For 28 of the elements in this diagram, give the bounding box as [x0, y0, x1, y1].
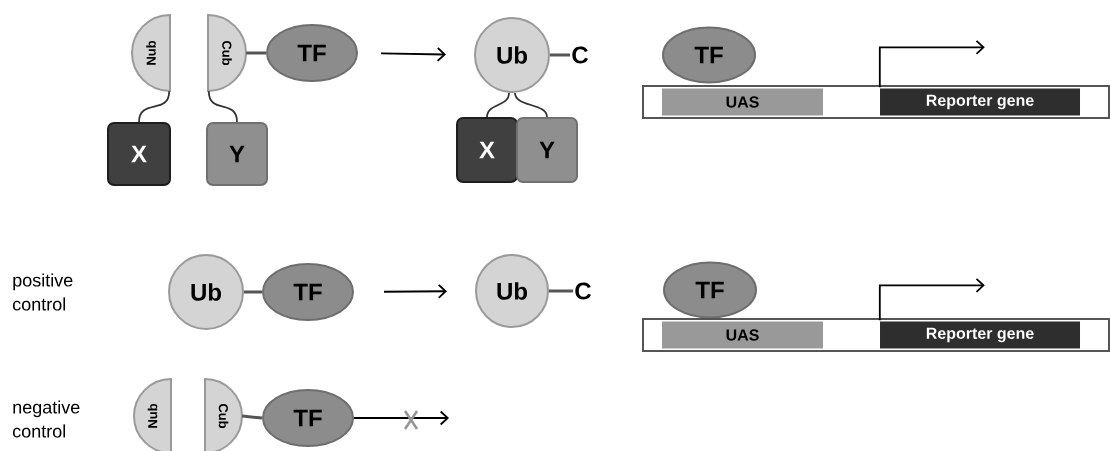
linker-line	[242, 414, 263, 420]
linker-line	[486, 92, 510, 118]
terminus-label: C	[572, 46, 588, 64]
linker-line	[244, 290, 262, 294]
uas-segment: UAS	[662, 88, 823, 116]
rounded-square: X	[456, 117, 518, 183]
row-label: positive control	[13, 273, 73, 311]
linker-line	[514, 92, 548, 118]
linker-line	[207, 90, 238, 123]
linker-line	[138, 90, 171, 123]
rounded-square: X	[107, 122, 171, 186]
uas-segment: UAS	[662, 321, 823, 349]
promoter-arrow	[878, 39, 985, 89]
gene-segment: Reporter gene	[880, 321, 1080, 349]
arrow	[383, 283, 447, 299]
arrow	[380, 46, 446, 62]
linker-line	[549, 289, 574, 293]
rounded-square: Y	[206, 122, 268, 186]
rounded-square: Y	[516, 117, 578, 183]
half-disk: Cub	[204, 378, 243, 451]
row-label: negative control	[13, 400, 80, 438]
gene-segment: Reporter gene	[880, 88, 1080, 116]
half-disk: Nub	[133, 378, 172, 451]
blocked-arrow	[353, 410, 449, 426]
terminus-label: C	[575, 282, 591, 300]
linker-line	[550, 53, 571, 57]
linker-line	[246, 51, 266, 55]
promoter-arrow	[878, 277, 985, 322]
